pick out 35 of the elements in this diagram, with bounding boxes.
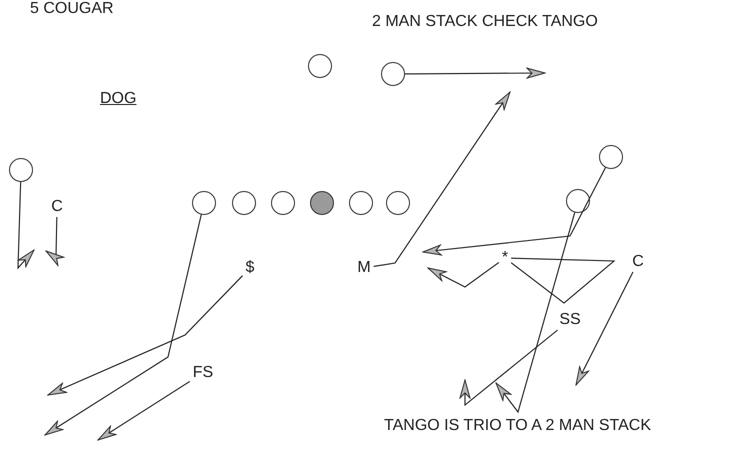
player-circle (386, 191, 410, 215)
route-arrow (422, 167, 606, 256)
shaded-player-circle (310, 191, 334, 215)
player-circle (566, 189, 590, 213)
route-arrow (48, 275, 243, 396)
player-circle (349, 191, 373, 215)
position-letter: M (356, 259, 372, 277)
player-circle (9, 158, 33, 182)
position-letter: C (50, 198, 64, 216)
route-arrow (405, 68, 546, 79)
route-arrow (46, 216, 64, 266)
route-arrow (460, 330, 558, 406)
position-letter: $ (244, 259, 256, 277)
play-title: 5 COUGAR (30, 0, 114, 18)
position-letter: * (500, 249, 510, 267)
route-arrow (17, 182, 34, 270)
player-circle (381, 62, 405, 86)
play-note: TANGO IS TRIO TO A 2 MAN STACK (384, 417, 652, 435)
player-circle (232, 191, 256, 215)
route-arrow (576, 272, 634, 386)
player-circle (599, 145, 623, 169)
position-letter: SS (558, 311, 582, 329)
player-circle (271, 191, 295, 215)
route-arrow (428, 262, 500, 288)
route-arrow (374, 92, 510, 267)
route-arrow (44, 214, 202, 436)
player-circle (192, 191, 216, 215)
player-circle (308, 54, 332, 78)
position-letter: FS (192, 364, 214, 382)
position-letter: C (631, 253, 645, 271)
formation-label: DOG (100, 90, 136, 108)
play-heading: 2 MAN STACK CHECK TANGO (372, 13, 598, 31)
route-arrow (496, 212, 576, 414)
stunt-path (510, 258, 616, 304)
route-arrow (98, 380, 190, 440)
